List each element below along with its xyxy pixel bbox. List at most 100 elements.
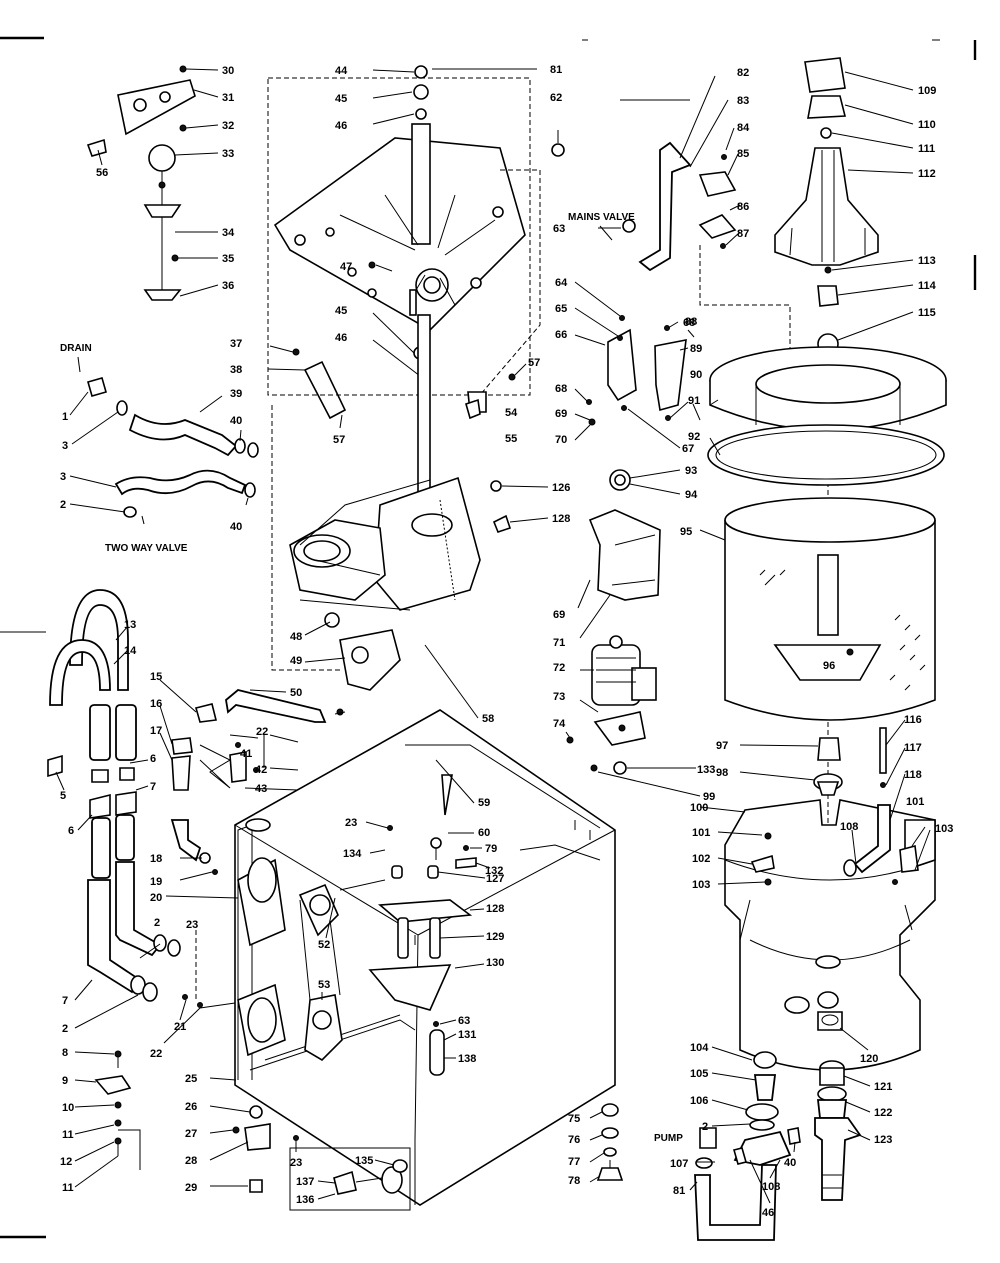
callout-11a: 11 (62, 1129, 74, 1141)
callout-89: 89 (690, 343, 702, 355)
callout-122: 122 (874, 1107, 892, 1119)
callout-107: 107 (670, 1158, 688, 1170)
callout-28: 28 (185, 1155, 197, 1167)
callout-11b: 11 (62, 1182, 74, 1194)
callout-130: 130 (486, 957, 504, 969)
callout-22a: 22 (256, 726, 268, 738)
label-pump: PUMP (654, 1133, 683, 1144)
pump-motor-seal-93-94 (609, 469, 631, 491)
hose-13-14 (47, 589, 181, 1002)
callout-10: 10 (62, 1102, 74, 1114)
callout-14: 14 (124, 645, 137, 657)
callout-83: 83 (737, 95, 749, 107)
callout-22b: 22 (150, 1048, 162, 1060)
callout-69a: 69 (555, 408, 567, 420)
callout-128b: 128 (486, 903, 504, 915)
callout-86: 86 (737, 201, 749, 213)
callout-134: 134 (343, 848, 362, 860)
callout-17: 17 (150, 725, 162, 737)
label-mains-valve: MAINS VALVE (568, 212, 635, 223)
callout-38: 38 (230, 364, 242, 376)
callout-105: 105 (690, 1068, 708, 1080)
callout-116: 116 (904, 714, 922, 726)
callout-40a: 40 (230, 415, 242, 427)
callout-103a: 103 (935, 823, 953, 835)
callout-53: 53 (318, 979, 330, 991)
callout-59: 59 (478, 797, 490, 809)
callout-104: 104 (690, 1042, 709, 1054)
spin-basket (724, 497, 936, 721)
callout-46a: 46 (335, 120, 347, 132)
callout-96: 96 (823, 660, 835, 672)
callout-35: 35 (222, 253, 234, 265)
motor-mount-brackets (586, 315, 687, 426)
callout-65: 65 (555, 303, 567, 315)
callout-77: 77 (568, 1156, 580, 1168)
callout-12: 12 (60, 1156, 72, 1168)
callout-6b: 6 (150, 753, 156, 765)
callout-7b: 7 (62, 995, 68, 1007)
callout-48: 48 (290, 631, 302, 643)
callout-50: 50 (290, 687, 302, 699)
valve-brackets (698, 154, 737, 249)
callout-63: 63 (553, 223, 565, 235)
callout-100: 100 (690, 802, 708, 814)
callout-43: 43 (255, 783, 267, 795)
callout-7a: 7 (150, 781, 156, 793)
callout-93: 93 (685, 465, 697, 477)
drain-hose-3 (114, 469, 256, 518)
parts-8-12 (94, 1050, 141, 1170)
callout-128: 128 (552, 513, 570, 525)
pressure-switch-41-43 (229, 742, 259, 783)
callout-18: 18 (150, 853, 162, 865)
callout-111: 111 (918, 143, 935, 155)
callout-108: 108 (840, 821, 858, 833)
callout-23a: 23 (186, 919, 198, 931)
callout-36: 36 (222, 280, 234, 292)
callout-63b: 63 (458, 1015, 470, 1027)
callout-82: 82 (737, 67, 749, 79)
callout-16: 16 (150, 698, 162, 710)
motor-pulley-plate (566, 711, 646, 775)
callout-91: 91 (688, 395, 700, 407)
motor-cover (588, 509, 661, 601)
callout-20: 20 (150, 892, 162, 904)
pressure-hose-bracket (267, 345, 347, 429)
agitator-assembly (774, 57, 879, 355)
callout-2a: 2 (60, 499, 66, 511)
callout-71: 71 (553, 637, 565, 649)
callout-9: 9 (62, 1075, 68, 1087)
callout-101b: 101 (692, 827, 710, 839)
parts-15-19 (170, 703, 218, 875)
callout-29: 29 (185, 1182, 197, 1194)
pump-assembly (694, 1051, 801, 1241)
callout-6a: 6 (68, 825, 74, 837)
callout-2c: 2 (62, 1023, 68, 1035)
callout-15: 15 (150, 671, 162, 683)
callout-13: 13 (124, 619, 136, 631)
leveling-legs (232, 1105, 299, 1193)
callout-57b: 57 (528, 357, 540, 369)
callout-60: 60 (478, 827, 490, 839)
callout-56: 56 (96, 167, 108, 179)
callout-129: 129 (486, 931, 504, 943)
callout-112: 112 (918, 168, 936, 180)
guide-line-tub (699, 245, 791, 350)
callout-109: 109 (918, 85, 936, 97)
callout-64: 64 (555, 277, 568, 289)
callout-78: 78 (568, 1175, 580, 1187)
callout-99: 99 (703, 791, 715, 803)
callout-72: 72 (553, 662, 565, 674)
callout-81: 81 (550, 64, 562, 76)
callout-46b: 46 (335, 332, 347, 344)
callout-27: 27 (185, 1128, 197, 1140)
drain-hose-39 (87, 377, 259, 458)
callout-68b: 68 (683, 317, 695, 329)
callout-3a: 3 (62, 440, 68, 452)
callout-118: 118 (904, 769, 922, 781)
callout-126: 126 (552, 482, 570, 494)
callout-69b: 69 (553, 609, 565, 621)
callout-42: 42 (255, 764, 267, 776)
hose-116-118 (843, 727, 919, 885)
callout-2b: 2 (154, 917, 160, 929)
